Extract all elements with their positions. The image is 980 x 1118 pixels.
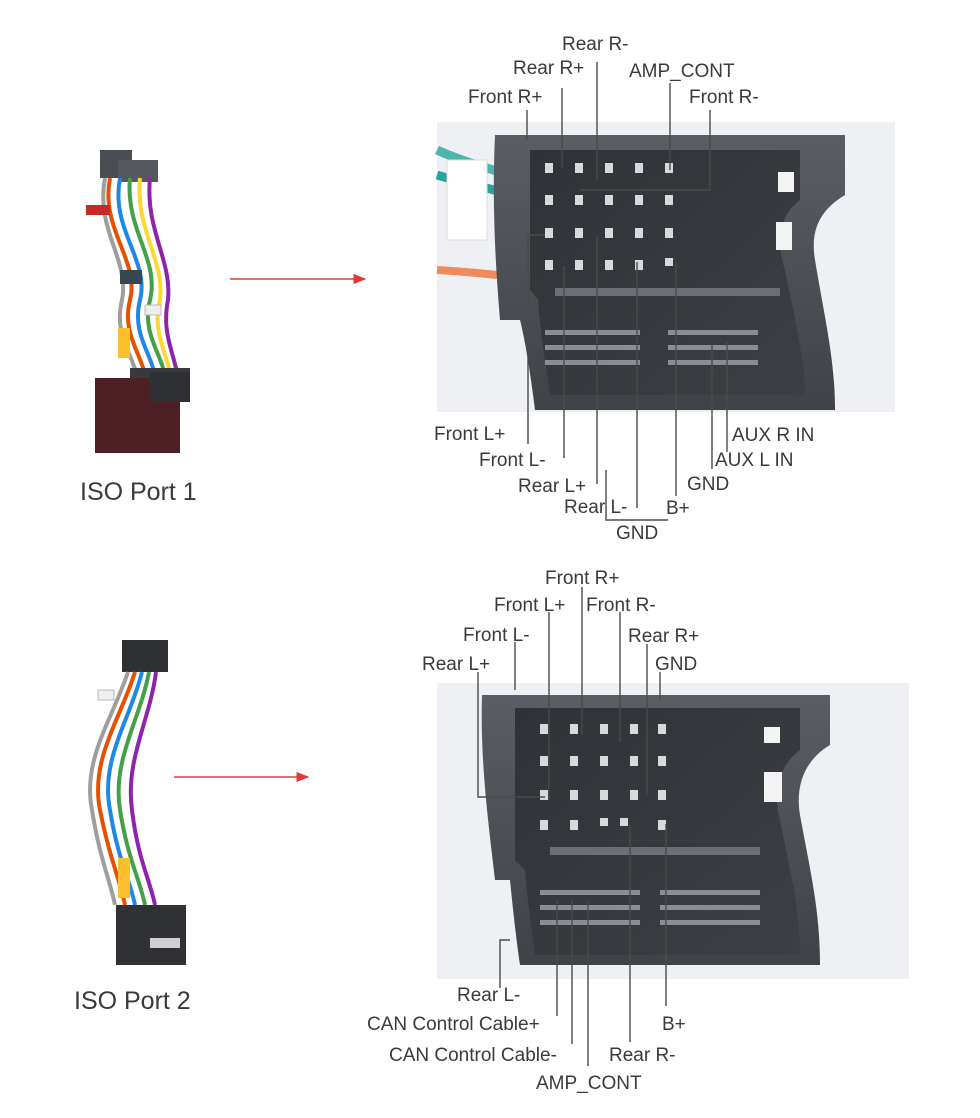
port-2-label-front-r-minus: Front R- — [586, 595, 656, 616]
port-2-label-rear-r-plus: Rear R+ — [628, 626, 699, 647]
port-1-label-rear-r-minus: Rear R- — [562, 34, 629, 55]
port-1-label-front-r-plus: Front R+ — [468, 87, 542, 108]
port-2-label-b-plus: B+ — [662, 1014, 686, 1035]
port-2-label-front-l-minus: Front L- — [463, 625, 530, 646]
port-1-label-front-l-minus: Front L- — [479, 450, 546, 471]
port-2-label-rear-l-minus: Rear L- — [457, 985, 520, 1006]
port-2-label-amp-cont: AMP_CONT — [536, 1073, 642, 1094]
port-1-label-b-plus: B+ — [666, 498, 690, 519]
port-1-title: ISO Port 1 — [80, 478, 197, 506]
port-1-label-front-r-minus: Front R- — [689, 87, 759, 108]
port-1-label-aux-r-in: AUX R IN — [732, 425, 814, 446]
port-2-leader-lines — [477, 587, 667, 1066]
port-1-label-gnd-1: GND — [616, 523, 658, 544]
port-2-connector-photo — [437, 683, 909, 979]
port-1-label-front-l-plus: Front L+ — [434, 424, 505, 445]
port-1-label-rear-l-plus: Rear L+ — [518, 476, 586, 497]
port-1-label-rear-l-minus: Rear L- — [564, 497, 627, 518]
port-2-label-rear-r-minus: Rear R- — [609, 1045, 676, 1066]
port-1-label-amp-cont: AMP_CONT — [629, 61, 735, 82]
port-1-harness-image — [86, 150, 190, 453]
port-1-label-aux-l-in: AUX L IN — [715, 450, 794, 471]
port-1-connector-photo — [435, 122, 895, 412]
port-2-label-rear-l-plus: Rear L+ — [422, 654, 490, 675]
port-2-label-front-r-plus: Front R+ — [545, 568, 619, 589]
port-2-label-can-plus: CAN Control Cable+ — [367, 1014, 540, 1035]
port-1-leader-lines — [526, 62, 728, 521]
port-1-label-gnd-2: GND — [687, 474, 729, 495]
port-2-label-front-l-plus: Front L+ — [494, 595, 565, 616]
port-1-label-rear-r-plus: Rear R+ — [513, 58, 584, 79]
port-2-label-can-minus: CAN Control Cable- — [389, 1045, 557, 1066]
port-2-harness-image — [88, 640, 186, 965]
port-2-section: Front R+ Front L+ Front R- Front L- Rear… — [74, 568, 909, 1094]
port-1-section: Rear R- Rear R+ AMP_CONT Front R+ Front … — [80, 34, 895, 544]
port-2-title: ISO Port 2 — [74, 987, 191, 1015]
port-2-label-gnd: GND — [655, 654, 697, 675]
